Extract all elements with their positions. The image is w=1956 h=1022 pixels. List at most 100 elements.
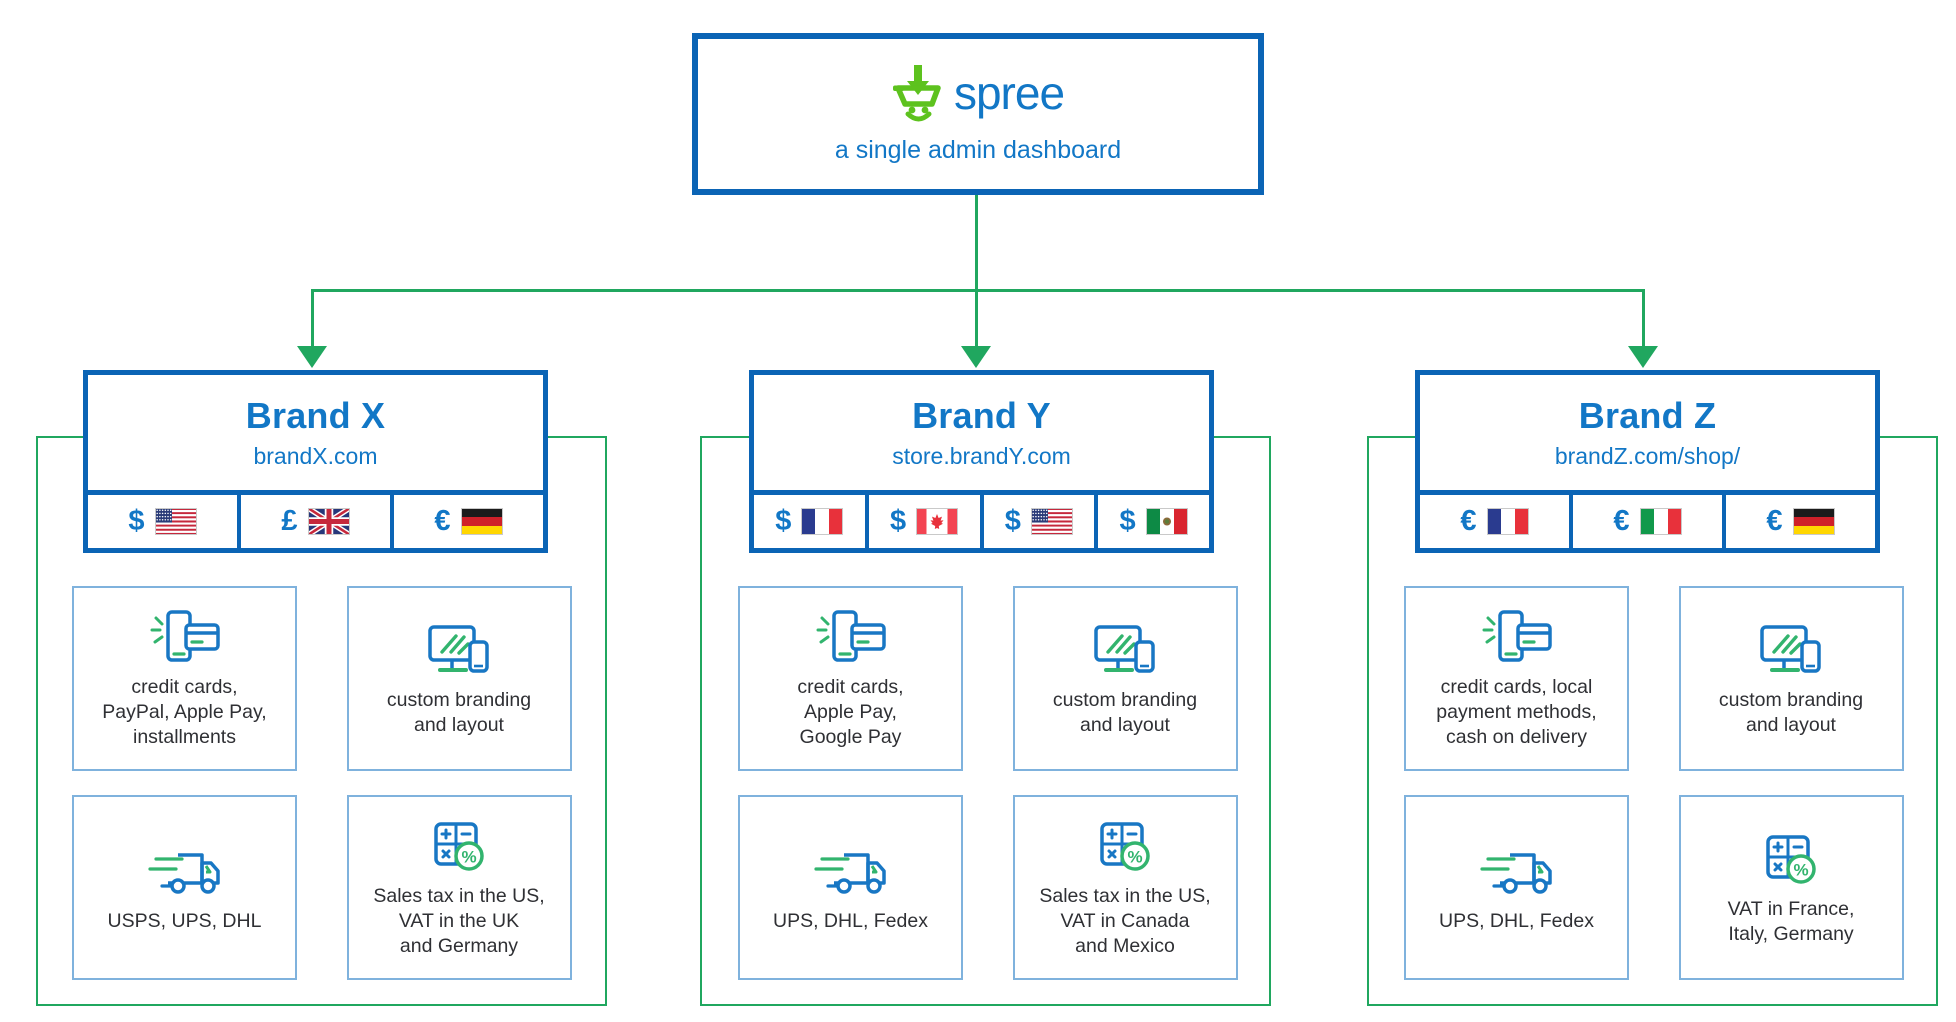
shipping-icon: [813, 841, 888, 903]
currency-symbol: £: [281, 505, 298, 537]
feature-card-branding[interactable]: custom branding and layout: [1678, 586, 1904, 771]
feature-grid-brand-x: credit cards, PayPal, Apple Pay, install…: [72, 586, 595, 980]
spree-logo: spree: [892, 64, 1065, 122]
currency-symbol: €: [1613, 505, 1630, 537]
brand-url[interactable]: brandZ.com/shop/: [1554, 443, 1741, 469]
svg-text:%: %: [1793, 860, 1808, 879]
feature-label: Sales tax in the US, VAT in Canada and M…: [1039, 885, 1211, 957]
feature-card-tax[interactable]: % Sales tax in the US, VAT in the UK and…: [346, 795, 572, 980]
branding-icon: [426, 620, 492, 682]
shipping-icon: [1479, 841, 1554, 903]
root-tagline: a single admin dashboard: [834, 135, 1122, 164]
shipping-icon: [147, 841, 222, 903]
feature-label: custom branding and layout: [386, 688, 532, 736]
fr-flag: [1486, 508, 1529, 535]
currency-symbol: $: [890, 505, 907, 537]
brand-column-brand-y: Brand Y store.brandY.com $ $ $ $: [749, 370, 1214, 553]
spree-cart-icon: [892, 64, 941, 121]
feature-card-tax[interactable]: % VAT in France, Italy, Germany: [1678, 795, 1904, 980]
connector-drop-brand-y: [975, 289, 978, 346]
currency-cell-united-states[interactable]: $: [88, 495, 241, 548]
brand-header-brand-y[interactable]: Brand Y store.brandY.com: [749, 370, 1214, 495]
tax-icon: %: [1096, 816, 1154, 878]
brand-title: Brand X: [245, 395, 386, 436]
svg-text:%: %: [1127, 848, 1142, 867]
feature-label: USPS, UPS, DHL: [107, 910, 262, 933]
brand-column-brand-z: Brand Z brandZ.com/shop/ € € €: [1415, 370, 1880, 553]
feature-card-payments[interactable]: credit cards, local payment methods, cas…: [1404, 586, 1629, 771]
currency-symbol: €: [1766, 505, 1783, 537]
currency-symbol: $: [1119, 505, 1136, 537]
payments-icon: [148, 607, 222, 669]
branding-icon: [1092, 620, 1158, 682]
arrowhead-brand-x: [297, 346, 327, 368]
feature-card-payments[interactable]: credit cards, PayPal, Apple Pay, install…: [72, 586, 297, 771]
brand-column-brand-x: Brand X brandX.com $ £ €: [83, 370, 548, 553]
currency-cell-germany[interactable]: €: [394, 495, 543, 548]
payments-icon: [1480, 607, 1554, 669]
brand-title: Brand Y: [912, 395, 1051, 436]
feature-card-shipping[interactable]: UPS, DHL, Fedex: [738, 795, 963, 980]
currency-cell-france[interactable]: €: [1420, 495, 1573, 548]
feature-card-tax[interactable]: % Sales tax in the US, VAT in Canada and…: [1012, 795, 1238, 980]
brand-header-brand-z[interactable]: Brand Z brandZ.com/shop/: [1415, 370, 1880, 495]
currency-strip-brand-z: € € €: [1415, 495, 1880, 553]
currency-symbol: $: [775, 505, 792, 537]
brand-url[interactable]: store.brandY.com: [892, 443, 1071, 469]
us-flag: [154, 508, 197, 535]
feature-label: UPS, DHL, Fedex: [1439, 910, 1594, 933]
connector-vertical-from-root: [975, 195, 978, 291]
feature-label: Sales tax in the US, VAT in the UK and G…: [373, 885, 545, 957]
brand-header-brand-x[interactable]: Brand X brandX.com: [83, 370, 548, 495]
root-node-spree: spree a single admin dashboard: [692, 33, 1264, 195]
currency-cell-united-states[interactable]: $: [984, 495, 1099, 548]
feature-label: credit cards, local payment methods, cas…: [1436, 676, 1597, 748]
de-flag: [1792, 508, 1835, 535]
feature-card-shipping[interactable]: USPS, UPS, DHL: [72, 795, 297, 980]
currency-cell-germany[interactable]: €: [1726, 495, 1875, 548]
connector-horizontal-bus: [311, 289, 1645, 292]
currency-cell-france[interactable]: $: [754, 495, 869, 548]
payments-icon: [814, 607, 888, 669]
feature-label: credit cards, Apple Pay, Google Pay: [797, 676, 904, 748]
svg-text:%: %: [461, 848, 476, 867]
feature-label: custom branding and layout: [1718, 688, 1864, 736]
feature-grid-brand-y: credit cards, Apple Pay, Google Pay cust…: [738, 586, 1261, 980]
de-flag: [460, 508, 503, 535]
currency-cell-mexico[interactable]: $: [1098, 495, 1209, 548]
currency-symbol: $: [1004, 505, 1021, 537]
spree-wordmark: spree: [953, 66, 1065, 119]
currency-cell-italy[interactable]: €: [1573, 495, 1726, 548]
tax-icon: %: [1762, 829, 1820, 891]
currency-strip-brand-x: $ £ €: [83, 495, 548, 553]
ca-flag: [916, 508, 959, 535]
branding-icon: [1758, 620, 1824, 682]
feature-card-branding[interactable]: custom branding and layout: [1012, 586, 1238, 771]
arrowhead-brand-z: [1628, 346, 1658, 368]
connector-drop-brand-x: [311, 289, 314, 346]
feature-label: VAT in France, Italy, Germany: [1727, 897, 1855, 945]
gb-flag: [306, 505, 352, 538]
feature-card-branding[interactable]: custom branding and layout: [346, 586, 572, 771]
feature-card-shipping[interactable]: UPS, DHL, Fedex: [1404, 795, 1629, 980]
arrowhead-brand-y: [961, 346, 991, 368]
tax-icon: %: [430, 816, 488, 878]
currency-symbol: €: [434, 505, 451, 537]
feature-label: credit cards, PayPal, Apple Pay, install…: [102, 676, 267, 748]
currency-strip-brand-y: $ $ $ $: [749, 495, 1214, 553]
currency-cell-united-kingdom[interactable]: £: [241, 495, 394, 548]
feature-grid-brand-z: credit cards, local payment methods, cas…: [1404, 586, 1927, 980]
feature-label: custom branding and layout: [1052, 688, 1198, 736]
connector-drop-brand-z: [1642, 289, 1645, 346]
currency-cell-canada[interactable]: $: [869, 495, 984, 548]
mx-flag: [1145, 508, 1188, 535]
brand-url[interactable]: brandX.com: [253, 443, 378, 469]
currency-symbol: €: [1460, 505, 1477, 537]
feature-label: UPS, DHL, Fedex: [773, 910, 928, 933]
it-flag: [1639, 508, 1682, 535]
feature-card-payments[interactable]: credit cards, Apple Pay, Google Pay: [738, 586, 963, 771]
us-flag: [1030, 508, 1073, 535]
brand-title: Brand Z: [1578, 395, 1717, 436]
fr-flag: [801, 508, 844, 535]
